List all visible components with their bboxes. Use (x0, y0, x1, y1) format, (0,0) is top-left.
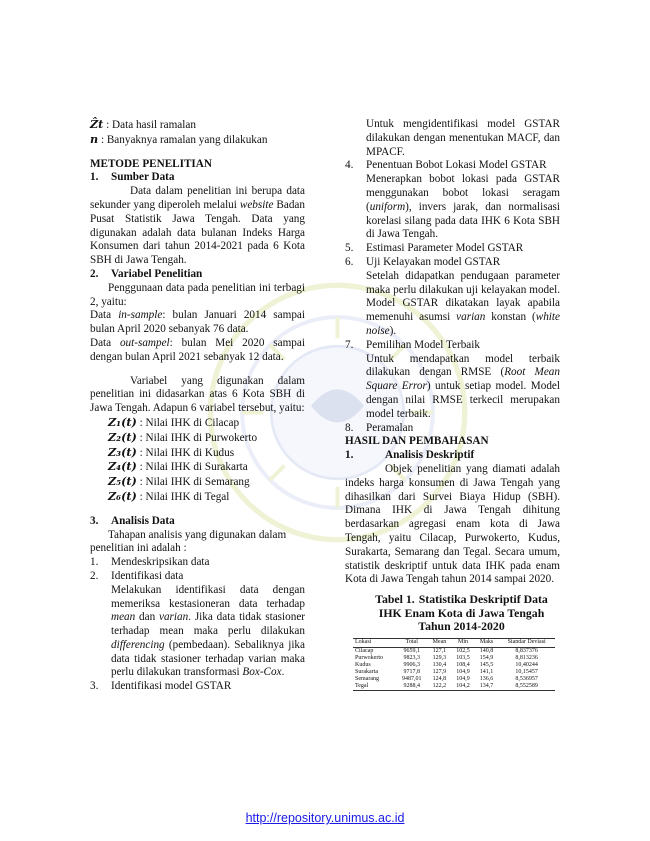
step-description: Untuk mengidentifikasi model GSTAR dilak… (366, 118, 560, 158)
table-cell: 10,15457 (515, 668, 538, 675)
table-caption: Tabel 1.Statistika Deskriptif Data IHK E… (375, 592, 548, 634)
step-description: Untuk mendapatkan model terbaik dilakuka… (366, 352, 560, 420)
table-cell: Purwokerto (355, 654, 383, 661)
table-row: Kudus 9906,3 130,4 108,4 145,5 10,40244 (353, 662, 555, 669)
table-header-row: Lokasi Total Mean Min Maks Standar Devia… (353, 637, 555, 648)
table-cell: 104,9 (456, 668, 470, 675)
column-header: Min (451, 637, 475, 648)
table-cell: 9487,01 (402, 675, 422, 682)
table-cell: 104,9 (456, 675, 470, 682)
paragraph-analisis-intro: Tahapan analisis yang digunakan dalam pe… (90, 528, 287, 555)
table-cell: 124,8 (432, 675, 447, 682)
table-cell: 9659,1 (403, 647, 421, 654)
table-cell: 9288,4 (395, 682, 428, 691)
subsection-sumber-data: 1.Sumber Data (90, 171, 175, 184)
table-cell: 130,4 (432, 661, 447, 668)
paragraph-analisis-deskriptif: Objek penelitian yang diamati adalah ind… (345, 462, 560, 586)
variable-item: Z₁(t) : Nilai IHK di Cilacap (108, 414, 240, 429)
footer: http://repository.unimus.ac.id (0, 811, 650, 825)
subsection-variabel: 2.Variabel Penelitian (90, 267, 203, 280)
column-header: Standar Deviasi (498, 637, 555, 648)
table-cell: 127,9 (432, 668, 447, 675)
variable-item: Z₄(t) : Nilai IHK di Surakarta (108, 459, 248, 474)
table-cell: 145,5 (479, 661, 494, 668)
step-item: 2.Identifikasi data (90, 569, 184, 582)
step-item: 3.Identifikasi model GSTAR (90, 680, 232, 693)
step-description: Menerapkan bobot lokasi pada GSTAR mengg… (366, 173, 560, 241)
table-cell: 108,4 (456, 661, 470, 668)
table-row: Cilacap 9659,1 127,1 102,5 140,8 8,837376 (353, 647, 555, 655)
column-header: Mean (427, 637, 452, 648)
def-forecast: Ẑt : Data hasil ramalan (90, 117, 196, 131)
table-cell: 140,8 (479, 647, 494, 654)
step-item: 4.Penentuan Bobot Lokasi Model GSTAR (345, 159, 547, 172)
table-cell: 8,536957 (515, 675, 538, 682)
table-row: Semarang 9487,01 124,8 104,9 136,6 8,536957 (353, 676, 555, 683)
table-row: Surakarta 9717,8 127,9 104,9 141,1 10,15457 (353, 669, 555, 676)
subsection-analisis-deskriptif: 1.Analisis Deskriptif (345, 449, 475, 462)
table-cell: 9717,8 (403, 668, 421, 675)
table-cell: Semarang (355, 675, 379, 682)
variable-item: Z₃(t) : Nilai IHK di Kudus (108, 444, 235, 459)
paragraph-in-sample: Data in-sample: bulan Januari 2014 sampa… (90, 309, 305, 336)
table-cell: 9823,3 (403, 654, 421, 661)
table-cell: 122,2 (427, 682, 452, 691)
paragraph-out-sample: Data out-sampel: bulan Mei 2020 sampai d… (90, 336, 305, 363)
table-cell: 10,40244 (515, 661, 538, 668)
table-cell: 103,5 (456, 654, 470, 661)
table-cell: Surakarta (355, 668, 378, 675)
variable-item: Z₆(t) : Nilai IHK di Tegal (108, 488, 230, 503)
variable-list: Z₁(t) : Nilai IHK di Cilacap Z₂(t) : Nil… (90, 414, 305, 505)
column-header: Lokasi (353, 637, 396, 648)
step-item: 1.Mendeskripsikan data (90, 556, 210, 569)
table-cell: Kudus (355, 661, 371, 668)
table-cell: 8,837376 (515, 647, 538, 654)
left-column: Ẑt : Data hasil ramalan n : Banyaknya ra… (90, 117, 306, 694)
table-row: Purwokerto 9823,3 129,3 103,5 154,9 8,813236 (353, 655, 555, 662)
column-header: Total (395, 637, 428, 648)
section-title-metode: METODE PENELITIAN (90, 157, 212, 170)
column-header: Maks (474, 637, 499, 648)
table-cell: 136,6 (479, 675, 494, 682)
table-cell: 134,7 (474, 682, 499, 691)
statistics-table: Lokasi Total Mean Min Maks Standar Devia… (353, 637, 555, 691)
def-n: n : Banyaknya ramalan yang dilakukan (90, 131, 268, 146)
paragraph-variabel-list-intro: Variabel yang digunakan dalam penelitian… (90, 374, 305, 415)
step-item: 7.Pemilihan Model Terbaik (345, 338, 480, 351)
section-title-hasil: HASIL DAN PEMBAHASAN (345, 435, 489, 448)
paragraph-variabel-intro: Penggunaan data pada penelitian ini terb… (90, 281, 305, 308)
table-cell: 8,813236 (515, 654, 538, 661)
step-item: 6.Uji Kelayakan model GSTAR (345, 255, 501, 268)
table-cell: Cilacap (355, 647, 374, 654)
subsection-analisis-data: 3.Analisis Data (90, 514, 175, 527)
table-cell: 127,1 (432, 647, 447, 654)
table-cell: 154,9 (479, 654, 494, 661)
table-cell: 141,1 (479, 668, 494, 675)
step-description: Melakukan identifikasi data dengan memer… (111, 583, 306, 679)
variable-item: Z₂(t) : Nilai IHK di Purwokerto (108, 429, 258, 444)
paragraph-sumber-data: Data dalam penelitian ini berupa data se… (90, 185, 305, 267)
table-cell: 129,3 (432, 654, 447, 661)
table-cell: 8,552589 (498, 682, 555, 691)
variable-item: Z₅(t) : Nilai IHK di Semarang (108, 474, 250, 489)
table-cell: 9906,3 (403, 661, 421, 668)
table-cell: Tegal (353, 682, 396, 691)
step-item: 5.Estimasi Parameter Model GSTAR (345, 242, 524, 255)
step-description: Setelah didapatkan pendugaan parameter m… (366, 269, 560, 337)
table-cell: 104,2 (451, 682, 475, 691)
step-item: 8.Peramalan (345, 421, 414, 434)
repository-link[interactable]: http://repository.unimus.ac.id (245, 811, 405, 825)
right-column: Untuk mengidentifikasi model GSTAR dilak… (345, 118, 560, 691)
table-cell: 102,5 (456, 647, 470, 654)
